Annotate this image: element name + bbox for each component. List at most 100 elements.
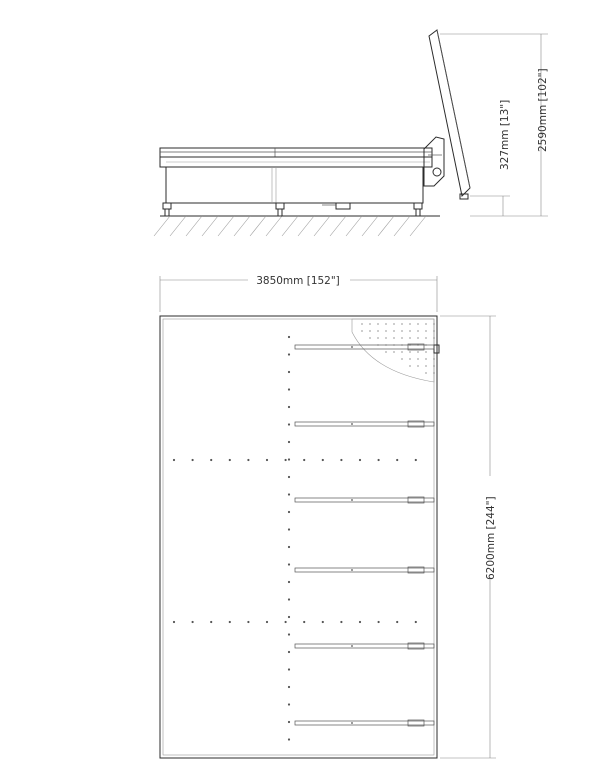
vacuum-hole (247, 458, 250, 462)
vacuum-hole (284, 458, 287, 462)
tilted-panel (428, 29, 471, 198)
cross-bar (294, 643, 435, 649)
vacuum-hole (340, 458, 343, 462)
perforation-hole (425, 372, 427, 374)
plan-view: 3850mm [152"] 6200mm [244"] (159, 275, 497, 759)
vacuum-hole (287, 423, 291, 426)
vacuum-hole (287, 598, 291, 601)
perforation-hole (417, 365, 419, 367)
perforation-hole (393, 351, 395, 353)
perforation-hole (409, 330, 411, 332)
hatch-line (201, 215, 219, 237)
hatch-line (217, 215, 235, 237)
cross-bar (294, 720, 435, 726)
vacuum-hole (287, 510, 291, 514)
vacuum-hole (287, 405, 291, 409)
perforation-hole (409, 358, 411, 360)
foot-1 (162, 202, 172, 210)
bar-hole (351, 346, 353, 348)
perforation-pattern (361, 323, 435, 374)
perforation-hole (393, 337, 395, 339)
perforation-hole (393, 323, 395, 325)
vacuum-hole (358, 620, 362, 624)
perforation-hole (425, 351, 427, 353)
perforation-hole (369, 323, 371, 325)
hatch-line (249, 215, 267, 237)
hatch-line (281, 215, 299, 237)
perforation-hole (385, 323, 387, 325)
hatch-line (297, 215, 315, 237)
perforation-hole (409, 323, 411, 325)
vacuum-hole (247, 620, 250, 624)
bar-hole (351, 722, 353, 724)
perforation-hole (361, 330, 363, 332)
hatch-line (345, 215, 363, 237)
perforation-hole (425, 337, 427, 339)
vacuum-hole (287, 650, 291, 654)
cross-bar (294, 497, 435, 503)
bar-clamp (407, 343, 425, 351)
perforation-hole (417, 337, 419, 339)
side-elevation-view: 2590mm [102"] 327mm [13"] (153, 29, 549, 237)
perforation-hole (433, 337, 435, 339)
vacuum-hole (210, 458, 213, 462)
bar-clamp (407, 496, 425, 504)
perforated-panel (351, 318, 435, 383)
vacuum-hole (396, 620, 399, 624)
table-rail (159, 156, 433, 168)
vacuum-hole (172, 458, 176, 462)
panel-foot (459, 193, 469, 200)
vacuum-hole (287, 685, 291, 689)
hatch-line (361, 215, 379, 237)
bar-hole (351, 499, 353, 501)
perforation-hole (385, 337, 387, 339)
perforation-hole (401, 337, 403, 339)
vacuum-hole (340, 620, 343, 624)
perforation-hole (417, 351, 419, 353)
floor-hatching (153, 215, 427, 237)
perforation-hole (361, 323, 363, 325)
hatch-line (329, 215, 347, 237)
cross-bar (294, 421, 435, 427)
perforation-hole (425, 358, 427, 360)
perforation-hole (417, 358, 419, 360)
vacuum-hole (414, 620, 417, 624)
vacuum-hole (287, 528, 291, 531)
hatch-line (265, 215, 283, 237)
vacuum-hole (303, 620, 306, 624)
perforation-hole (377, 330, 379, 332)
foot-2-stem (277, 208, 283, 217)
perforation-hole (433, 330, 435, 332)
perforation-hole (369, 337, 371, 339)
vacuum-hole (172, 620, 176, 624)
perforation-hole (377, 337, 379, 339)
vacuum-hole (414, 458, 417, 462)
pivot-icon (432, 167, 442, 177)
perforation-hole (385, 351, 387, 353)
height-dimension-label: 2590mm [102"] (537, 68, 549, 152)
vacuum-hole (287, 440, 291, 444)
vacuum-hole (358, 458, 362, 462)
bar-clamp (407, 420, 425, 428)
perforation-hole (401, 351, 403, 353)
hatch-line (409, 215, 427, 237)
foot-3-stem (415, 208, 421, 217)
table-inner-border (162, 318, 435, 756)
vacuum-unit (335, 202, 351, 210)
length-dimension-label: 6200mm [244"] (485, 496, 497, 580)
perforation-hole (401, 323, 403, 325)
foot-1-stem (164, 208, 170, 217)
table-top (159, 147, 433, 158)
foot-3 (413, 202, 423, 210)
perforation-hole (425, 365, 427, 367)
bar-hole (351, 423, 353, 425)
perforation-hole (433, 323, 435, 325)
vacuum-hole (265, 620, 269, 624)
hatch-line (153, 215, 171, 237)
vacuum-hole (287, 475, 291, 479)
vacuum-hole (287, 493, 291, 496)
vacuum-hole (287, 388, 291, 391)
perforation-hole (409, 365, 411, 367)
vacuum-hole (191, 458, 194, 462)
